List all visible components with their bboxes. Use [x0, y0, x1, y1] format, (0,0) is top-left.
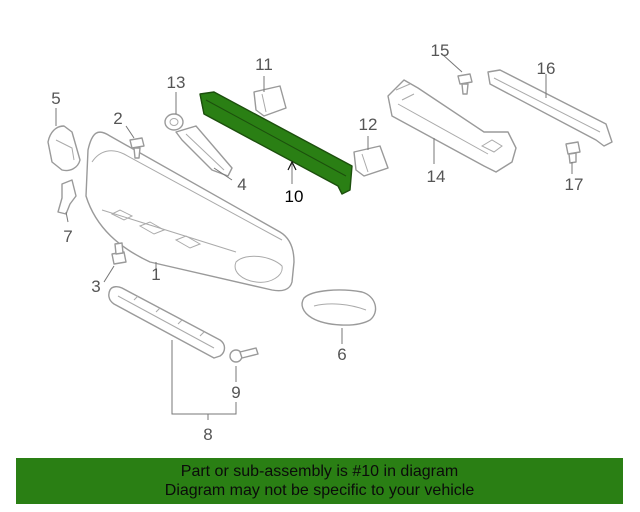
callout-10: 10	[285, 187, 304, 206]
part-17-bolt[interactable]	[565, 141, 581, 164]
callout-17: 17	[565, 175, 584, 194]
part-2-clip[interactable]	[129, 137, 145, 159]
part-11-bracket[interactable]	[253, 85, 287, 117]
callout-2: 2	[113, 109, 122, 128]
part-12-bracket[interactable]	[353, 145, 389, 177]
callout-1: 1	[151, 265, 160, 284]
part-10-reinforcement[interactable]	[199, 91, 353, 195]
part-info-banner: Part or sub-assembly is #10 in diagram D…	[16, 458, 623, 504]
part-16-rail[interactable]	[487, 69, 613, 147]
callout-11: 11	[255, 55, 273, 74]
callout-13: 13	[167, 73, 186, 92]
part-14-support[interactable]	[387, 79, 517, 173]
banner-line-disclaimer: Diagram may not be specific to your vehi…	[164, 482, 475, 499]
callout-8: 8	[203, 425, 212, 444]
callout-15: 15	[431, 41, 450, 60]
part-6-fog-lamp[interactable]	[301, 289, 377, 326]
callout-6: 6	[337, 345, 346, 364]
callout-9: 9	[231, 383, 240, 402]
callout-4: 4	[237, 175, 246, 194]
callout-12: 12	[359, 115, 378, 134]
part-1-bumper-cover[interactable]	[85, 131, 295, 292]
part-4-bracket[interactable]	[175, 125, 233, 177]
callout-labels: 1 2 3 4 5 6 7 8 9 10 11 12 13 14 15 16 1…	[51, 41, 583, 444]
part-7-side-bracket[interactable]	[57, 179, 77, 215]
callout-16: 16	[537, 59, 556, 78]
callout-3: 3	[91, 277, 100, 296]
part-9-screw[interactable]	[229, 347, 259, 363]
exploded-parts-diagram: 1 2 3 4 5 6 7 8 9 10 11 12 13 14 15 16 1…	[47, 41, 613, 444]
part-15-clip[interactable]	[457, 73, 473, 95]
part-8-lower-spoiler[interactable]	[108, 285, 226, 359]
callout-5: 5	[51, 89, 60, 108]
part-3-bolt[interactable]	[111, 242, 127, 265]
part-13-nut[interactable]	[164, 113, 184, 131]
banner-line-part: Part or sub-assembly is #10 in diagram	[180, 463, 459, 480]
part-5-corner-cover[interactable]	[47, 125, 81, 172]
leader-lines	[55, 53, 573, 420]
callout-14: 14	[427, 167, 446, 186]
callout-7: 7	[63, 227, 72, 246]
